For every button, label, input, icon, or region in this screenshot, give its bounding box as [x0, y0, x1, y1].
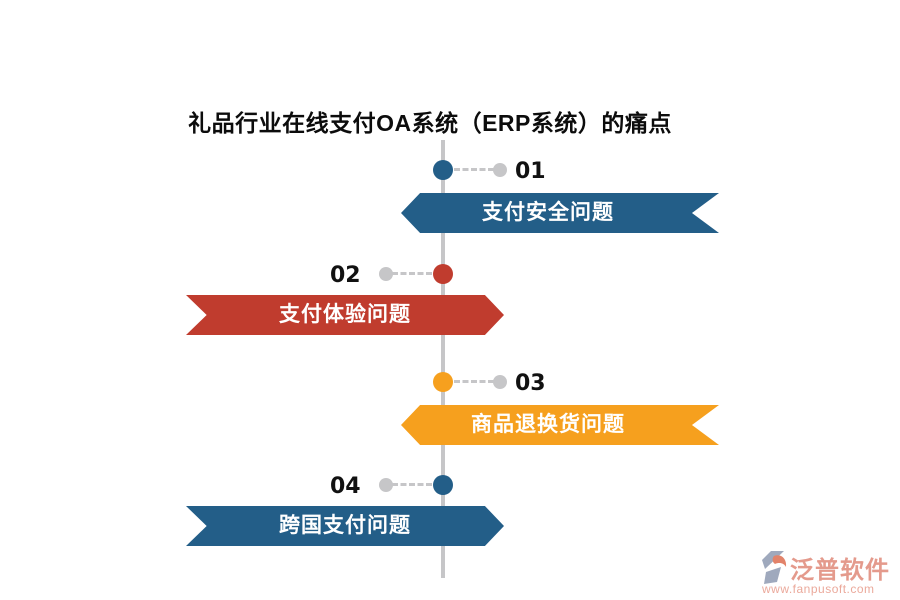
item-banner: 支付体验问题 [186, 295, 504, 335]
item-number: 02 [330, 263, 361, 288]
item-banner: 商品退换货问题 [401, 405, 719, 445]
connector-end-dot [493, 375, 507, 389]
item-banner-label: 商品退换货问题 [471, 413, 625, 436]
page-title: 礼品行业在线支付OA系统（ERP系统）的痛点 [188, 110, 672, 136]
connector-dashed-line [454, 380, 494, 383]
timeline-node-dot [433, 160, 453, 180]
timeline-node-dot [433, 475, 453, 495]
fanpu-logo-icon [762, 551, 787, 584]
connector-end-dot [379, 267, 393, 281]
item-banner-label: 支付体验问题 [279, 303, 411, 326]
item-number: 04 [330, 474, 361, 499]
item-banner-label: 支付安全问题 [482, 201, 614, 224]
timeline-node-dot [433, 372, 453, 392]
item-banner-label: 跨国支付问题 [279, 514, 411, 537]
item-banner: 支付安全问题 [401, 193, 719, 233]
watermark: 泛普软件 www.fanpusoft.com [756, 548, 900, 598]
item-number: 01 [515, 159, 546, 184]
watermark-brand-text: 泛普软件 [790, 557, 890, 584]
connector-end-dot [493, 163, 507, 177]
item-number: 03 [515, 371, 546, 396]
item-banner: 跨国支付问题 [186, 506, 504, 546]
connector-end-dot [379, 478, 393, 492]
watermark-url-text: www.fanpusoft.com [762, 582, 875, 596]
timeline-node-dot [433, 264, 453, 284]
timeline-line [441, 140, 445, 578]
connector-dashed-line [454, 168, 494, 171]
connector-dashed-line [392, 272, 432, 275]
connector-dashed-line [392, 483, 432, 486]
